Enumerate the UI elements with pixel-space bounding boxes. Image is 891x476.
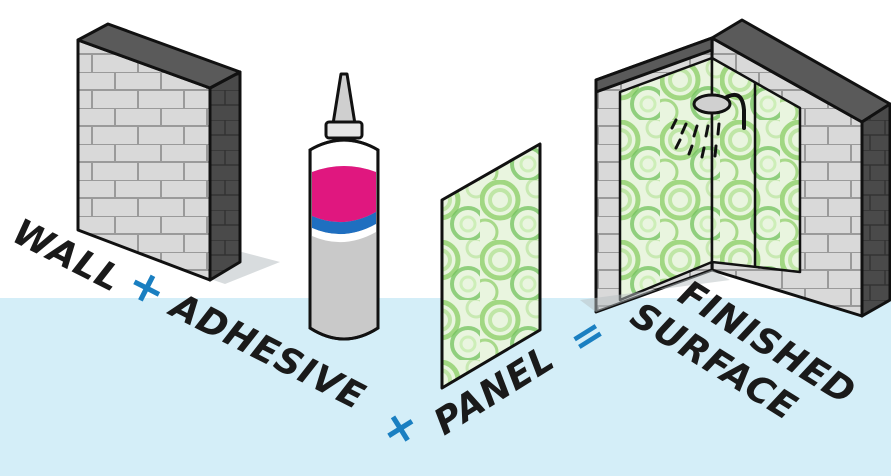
wall-panel-icon xyxy=(440,142,542,390)
brick-wall-icon xyxy=(76,22,280,284)
shower-enclosure-icon xyxy=(580,18,891,318)
shower-head-icon xyxy=(670,92,746,159)
adhesive-tube-icon xyxy=(308,72,380,341)
